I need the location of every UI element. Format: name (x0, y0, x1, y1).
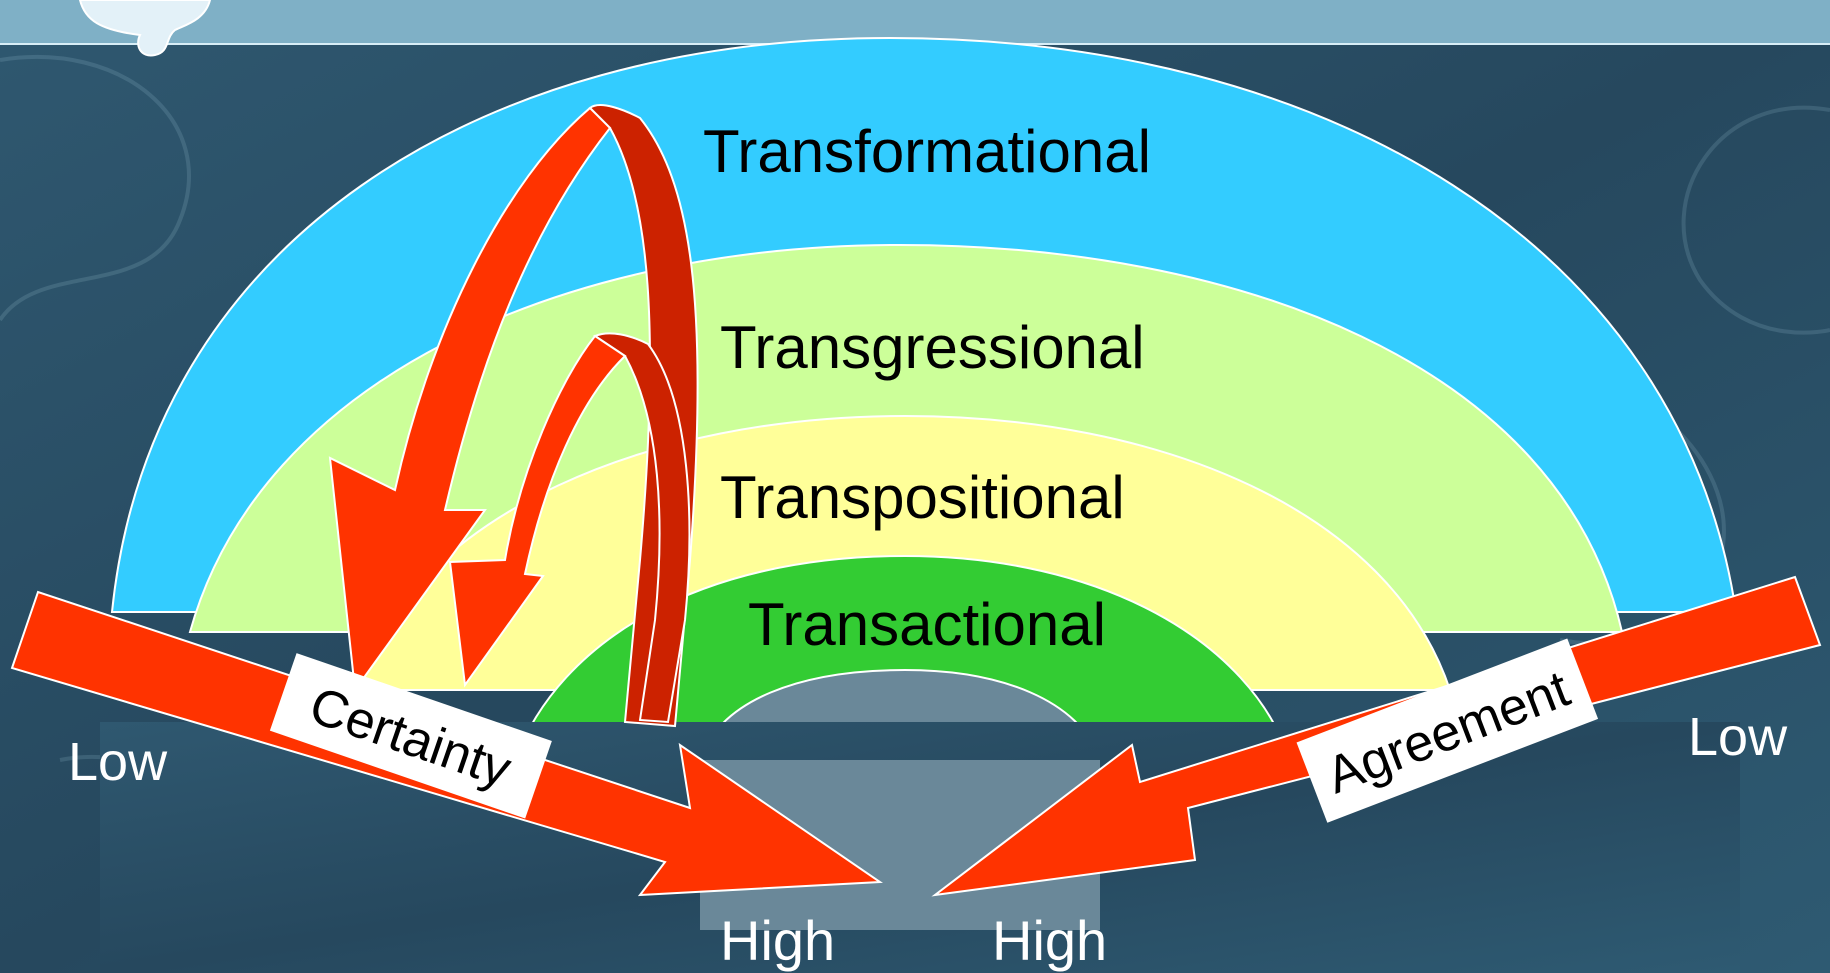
puzzle-piece-logo (78, 0, 212, 57)
layer-label-transpositional: Transpositional (720, 464, 1125, 531)
arc-transpositional (348, 414, 1452, 691)
layer-label-transgressional: Transgressional (720, 314, 1145, 381)
certainty-low-label: Low (68, 732, 168, 792)
agreement-label-box (1296, 638, 1599, 823)
agreement-low-label: Low (1688, 707, 1788, 767)
top-banner (0, 0, 1830, 44)
layer-label-transformational: Transformational (703, 118, 1151, 185)
curved-arrow-small (448, 332, 691, 724)
certainty-label-box (269, 653, 552, 819)
certainty-high-label: High (720, 909, 835, 972)
inner-void-lower (700, 760, 1100, 930)
certainty-axis: Certainty (10, 590, 883, 897)
agreement-high-label: High (992, 909, 1107, 972)
arc-transactional (513, 554, 1292, 761)
layer-label-transactional: Transactional (748, 591, 1106, 658)
